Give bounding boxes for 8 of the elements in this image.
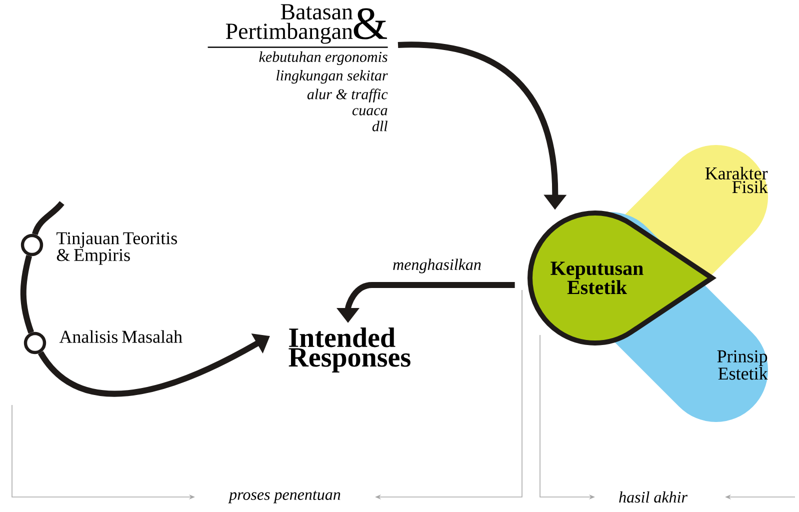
result-text: Intended Responses (288, 328, 410, 372)
edge-label: menghasilkan (392, 258, 482, 274)
step-label: Analisis Masalah (59, 330, 182, 343)
dimension-label: hasil akhir (619, 491, 688, 503)
step-label: Tinjauan Teoritis & Empiris (56, 232, 177, 265)
circle-marker (20, 234, 44, 256)
circle-marker (24, 332, 46, 354)
dimension-label: proses penentuan (228, 490, 340, 504)
